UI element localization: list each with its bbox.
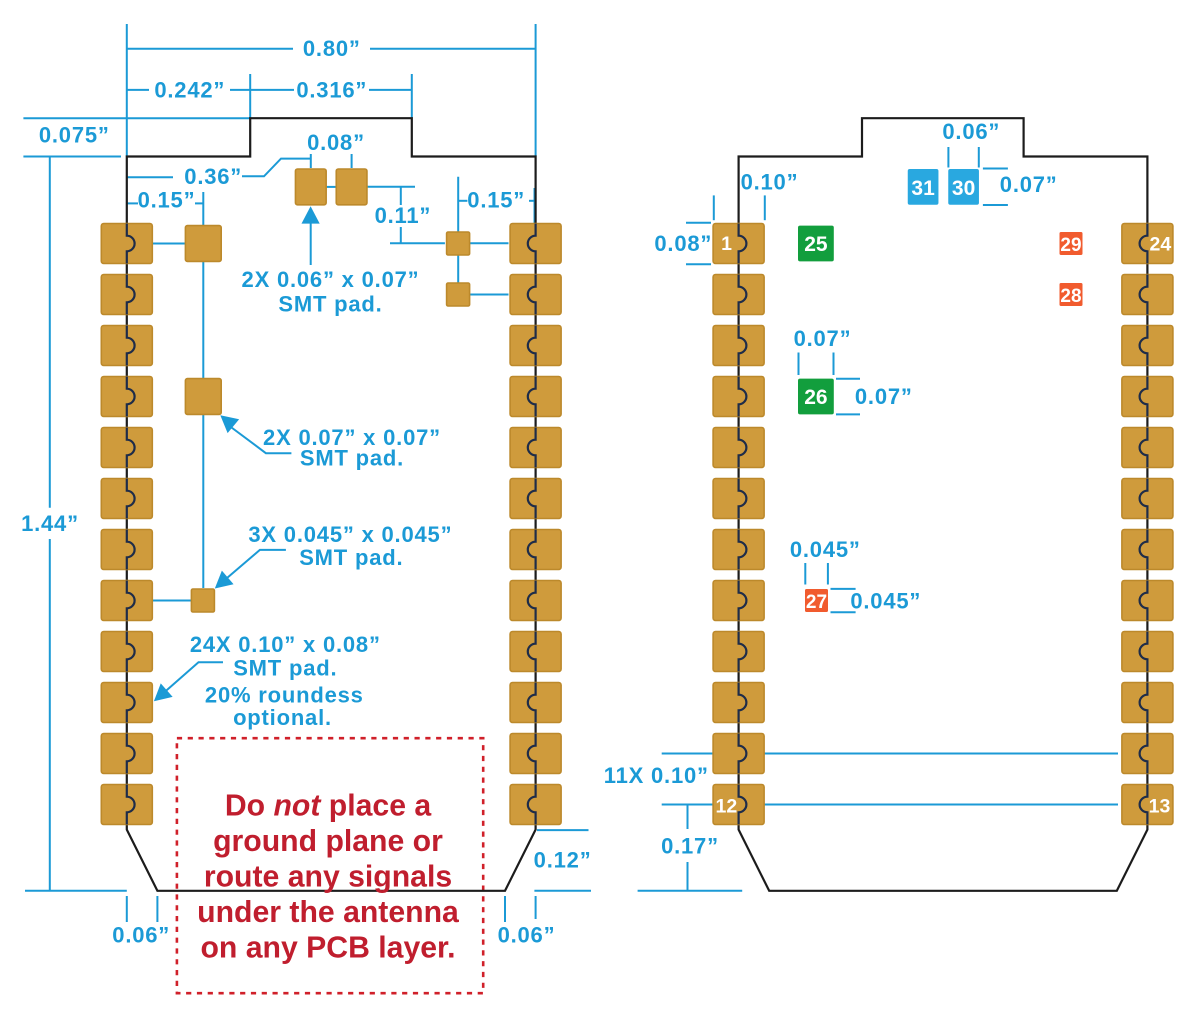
svg-text:optional.: optional. (233, 705, 332, 730)
svg-text:0.07”: 0.07” (1000, 172, 1058, 197)
svg-text:13: 13 (1149, 795, 1171, 817)
svg-text:0.15”: 0.15” (467, 188, 525, 213)
svg-text:route any signals: route any signals (204, 861, 452, 894)
svg-text:0.11”: 0.11” (375, 203, 432, 228)
svg-text:31: 31 (911, 177, 935, 200)
svg-text:2X 0.06” x 0.07”: 2X 0.06” x 0.07” (242, 267, 420, 292)
svg-text:1: 1 (721, 233, 732, 255)
svg-text:0.07”: 0.07” (794, 326, 852, 351)
svg-text:0.07”: 0.07” (855, 384, 913, 409)
svg-text:0.045”: 0.045” (850, 589, 921, 614)
svg-text:0.08”: 0.08” (307, 130, 365, 155)
svg-text:0.242”: 0.242” (154, 77, 225, 102)
svg-text:0.15”: 0.15” (138, 188, 196, 213)
svg-text:28: 28 (1060, 286, 1081, 307)
svg-text:SMT pad.: SMT pad. (278, 292, 382, 317)
svg-text:0.045”: 0.045” (790, 537, 861, 562)
svg-text:0.06”: 0.06” (498, 923, 556, 948)
svg-text:0.06”: 0.06” (112, 923, 170, 948)
svg-text:SMT pad.: SMT pad. (233, 655, 337, 680)
svg-text:29: 29 (1060, 235, 1081, 256)
svg-text:0.06”: 0.06” (942, 119, 1000, 144)
svg-text:1.44”: 1.44” (21, 511, 79, 536)
svg-text:30: 30 (952, 177, 975, 200)
svg-text:24: 24 (1150, 234, 1172, 256)
svg-text:0.10”: 0.10” (741, 170, 799, 195)
svg-text:26: 26 (804, 386, 827, 409)
svg-text:0.36”: 0.36” (184, 164, 242, 189)
svg-text:0.075”: 0.075” (39, 123, 110, 148)
svg-text:25: 25 (804, 233, 828, 256)
svg-text:3X 0.045” x 0.045”: 3X 0.045” x 0.045” (248, 522, 452, 547)
svg-text:2X 0.07” x 0.07”: 2X 0.07” x 0.07” (263, 425, 441, 450)
svg-text:ground plane or: ground plane or (213, 825, 443, 858)
svg-text:20% roundess: 20% roundess (205, 683, 364, 708)
svg-text:Do not place a: Do not place a (225, 790, 432, 823)
svg-text:27: 27 (806, 592, 827, 613)
svg-text:12: 12 (716, 795, 738, 817)
svg-text:0.80”: 0.80” (303, 36, 361, 61)
svg-text:0.12”: 0.12” (534, 848, 592, 873)
svg-text:0.17”: 0.17” (661, 834, 719, 859)
svg-text:11X 0.10”: 11X 0.10” (604, 763, 709, 788)
svg-text:0.316”: 0.316” (296, 77, 367, 102)
svg-text:24X 0.10” x 0.08”: 24X 0.10” x 0.08” (190, 632, 381, 657)
svg-text:under the antenna: under the antenna (197, 896, 459, 929)
svg-text:SMT pad.: SMT pad. (299, 545, 403, 570)
svg-text:SMT pad.: SMT pad. (300, 446, 404, 471)
svg-text:0.08”: 0.08” (654, 231, 712, 256)
svg-text:on any PCB layer.: on any PCB layer. (200, 932, 455, 965)
